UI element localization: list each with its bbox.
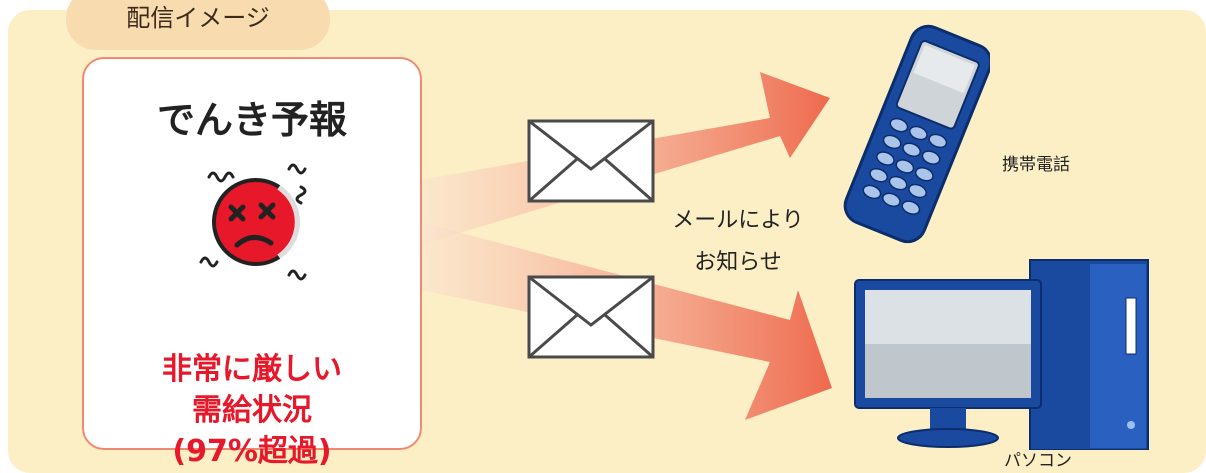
pc-label: パソコン bbox=[1004, 451, 1072, 471]
stressed-face-icon bbox=[199, 163, 307, 281]
status-line-2: 需給状況 bbox=[192, 393, 312, 428]
header-tab bbox=[66, 0, 330, 50]
status-line-3: (97%超過) bbox=[172, 434, 332, 469]
mobile-phone-icon bbox=[843, 24, 990, 244]
envelope-icon bbox=[527, 275, 655, 359]
envelope-icon bbox=[527, 119, 655, 203]
notice-text: メールにより お知らせ bbox=[653, 200, 823, 284]
desktop-computer-icon bbox=[854, 259, 1149, 450]
header-tab-label: 配信イメージ bbox=[126, 4, 270, 32]
status-line-1: 非常に厳しい bbox=[162, 352, 342, 387]
notice-line-1: メールにより bbox=[672, 208, 804, 233]
status-text: 非常に厳しい 需給状況 (97%超過) bbox=[84, 349, 420, 472]
forecast-card: でんき予報 非常に厳しい 需給状況 (97%超過) bbox=[82, 57, 422, 469]
phone-label: 携帯電話 bbox=[1002, 155, 1070, 175]
card-title: でんき予報 bbox=[156, 98, 347, 142]
notice-line-2: お知らせ bbox=[694, 250, 782, 275]
